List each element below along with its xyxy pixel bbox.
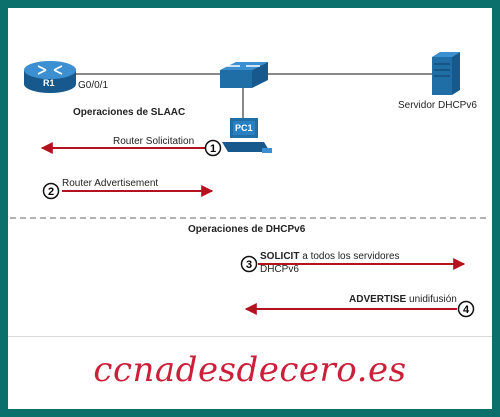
pc-icon[interactable] (222, 118, 272, 153)
step-label-1: Router Solicitation (113, 136, 195, 147)
footer-divider (8, 336, 492, 337)
step-number-2: 2 (48, 186, 54, 198)
switch-icon[interactable] (220, 62, 268, 88)
section-title-dhcpv6: Operaciones de DHCPv6 (188, 224, 306, 235)
step-badge-3: 3 (240, 255, 258, 273)
step-badge-1: 1 (204, 139, 222, 157)
step-label-4: ADVERTISE unidifusión (349, 294, 457, 305)
step-badge-2: 2 (42, 182, 60, 200)
step-label-3: SOLICIT a todos los servidores (260, 251, 400, 262)
router-label: R1 (43, 78, 55, 88)
section-title-slaac: Operaciones de SLAAC (73, 107, 186, 118)
router-interface-label: G0/0/1 (78, 80, 109, 91)
step-label-4-rest: unidifusión (406, 294, 457, 305)
step-number-3: 3 (246, 259, 252, 271)
step-number-1: 1 (210, 143, 216, 155)
server-label: Servidor DHCPv6 (398, 100, 477, 111)
step-label-3-keyword: SOLICIT (260, 251, 300, 262)
step-badge-4: 4 (457, 300, 475, 318)
pc-label: PC1 (235, 123, 253, 133)
step-label-2: Router Advertisement (62, 178, 159, 189)
server-icon[interactable] (432, 52, 460, 95)
step-label-3-line2: DHCPv6 (260, 264, 299, 275)
site-watermark: ccnadesdecero.es (93, 350, 407, 390)
step-label-4-keyword: ADVERTISE (349, 294, 407, 305)
router-icon[interactable] (24, 61, 76, 93)
step-label-3-rest: a todos los servidores (299, 251, 400, 262)
step-number-4: 4 (463, 304, 470, 316)
